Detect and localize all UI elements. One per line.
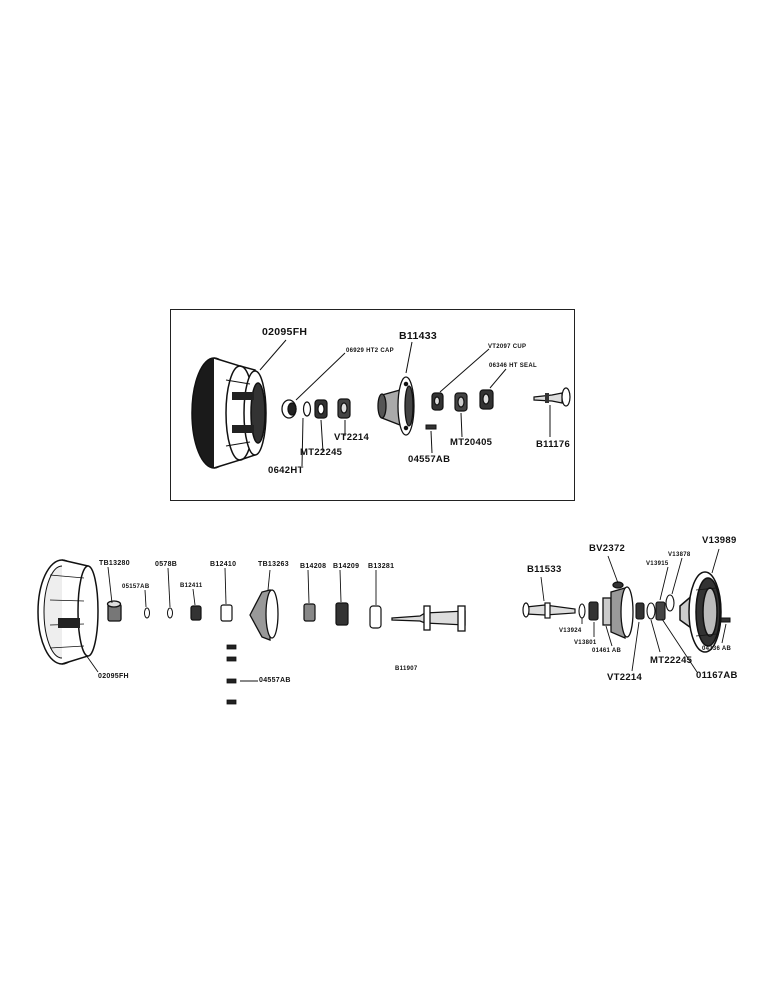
label-04557ab-left: 04557AB (259, 677, 291, 684)
hub-tb13263 (249, 589, 279, 641)
bolts-04557ab-left (226, 644, 237, 705)
label-v13924: V13924 (559, 628, 582, 634)
hub-cap-top (281, 399, 297, 419)
label-b11433: B11433 (399, 330, 438, 342)
label-b11176: B11176 (536, 439, 571, 450)
label-05157ab: 05157AB (122, 584, 150, 590)
label-b11907: B11907 (395, 666, 418, 672)
label-b14209: B14209 (333, 563, 360, 570)
washer-v13924 (578, 603, 586, 619)
label-v13878: V13878 (668, 552, 691, 558)
spindle-b11176 (533, 387, 571, 407)
leader-lines-left (85, 566, 377, 682)
label-b12410: B12410 (210, 561, 237, 568)
leader-lines-top (259, 339, 551, 467)
part-05157ab (144, 607, 150, 619)
label-b14208: B14208 (300, 563, 327, 570)
bolt-04336ab (720, 617, 731, 623)
label-06929ht2-cap: 06929 HT2 CAP (346, 348, 394, 354)
label-b11533: B11533 (527, 564, 562, 575)
bearing-v13801 (588, 601, 599, 621)
hub-b11433 (377, 376, 415, 436)
bearing-b12410 (220, 604, 233, 622)
label-02095fh-left: 02095FH (98, 673, 129, 680)
cup-vt2097 (431, 392, 444, 411)
bearing-b12411 (190, 605, 202, 621)
wheel-rim-top (191, 357, 267, 469)
label-0578b: 0578B (155, 561, 178, 568)
label-vt2214-right: VT2214 (607, 672, 643, 683)
label-tb13263: TB13263 (258, 561, 289, 568)
label-01461ab: 01461 AB (592, 648, 622, 654)
cap-tb13280 (106, 600, 122, 622)
bearing-mt20405 (454, 392, 468, 412)
spindle-b11533 (522, 602, 576, 619)
label-bv2372: BV2372 (589, 543, 626, 554)
hub-bv2372 (602, 581, 634, 639)
bearing-b14209 (335, 602, 349, 626)
bearing-vt2214-right (635, 602, 645, 620)
label-mt22245-top: MT22245 (300, 447, 343, 458)
seal-06346ht (479, 389, 494, 410)
label-02095fh-top: 02095FH (262, 326, 308, 338)
label-v13801: V13801 (574, 640, 597, 646)
label-v13989: V13989 (702, 535, 737, 546)
axle-b11907 (391, 605, 466, 632)
label-0642ht: 0642HT (268, 465, 304, 476)
cap-v13878 (665, 594, 675, 612)
cap-v13915 (655, 601, 666, 621)
label-b12411: B12411 (180, 583, 203, 589)
part-0578b (167, 607, 173, 619)
label-01167ab: 01167AB (696, 670, 738, 681)
label-vt2214-top: VT2214 (334, 432, 370, 443)
label-b13281: B13281 (368, 563, 395, 570)
bearing-mt22245-top (314, 399, 328, 419)
seal-b13281 (369, 605, 382, 629)
label-04336ab: 04336 AB (702, 646, 732, 652)
label-06346ht-seal: 06346 HT SEAL (489, 363, 537, 369)
label-tb13280: TB13280 (99, 560, 130, 567)
label-mt22245-right: MT22245 (650, 655, 693, 666)
wheel-rim-left (37, 559, 99, 665)
leader-lines-right (540, 548, 727, 673)
bearing-vt2214-top (337, 398, 351, 419)
label-vt2097-cup: VT2097 CUP (488, 344, 527, 350)
label-v13915: V13915 (646, 561, 669, 567)
bearing-b14208 (303, 603, 316, 622)
wheel-v13989 (679, 571, 722, 653)
washer-0642ht (302, 401, 312, 417)
bearing-mt22245-right (646, 602, 656, 620)
label-04557ab-top: 04557AB (408, 454, 451, 465)
label-mt20405: MT20405 (450, 437, 493, 448)
top-panel-frame (170, 309, 575, 501)
bolt-04557ab-top (425, 424, 437, 430)
